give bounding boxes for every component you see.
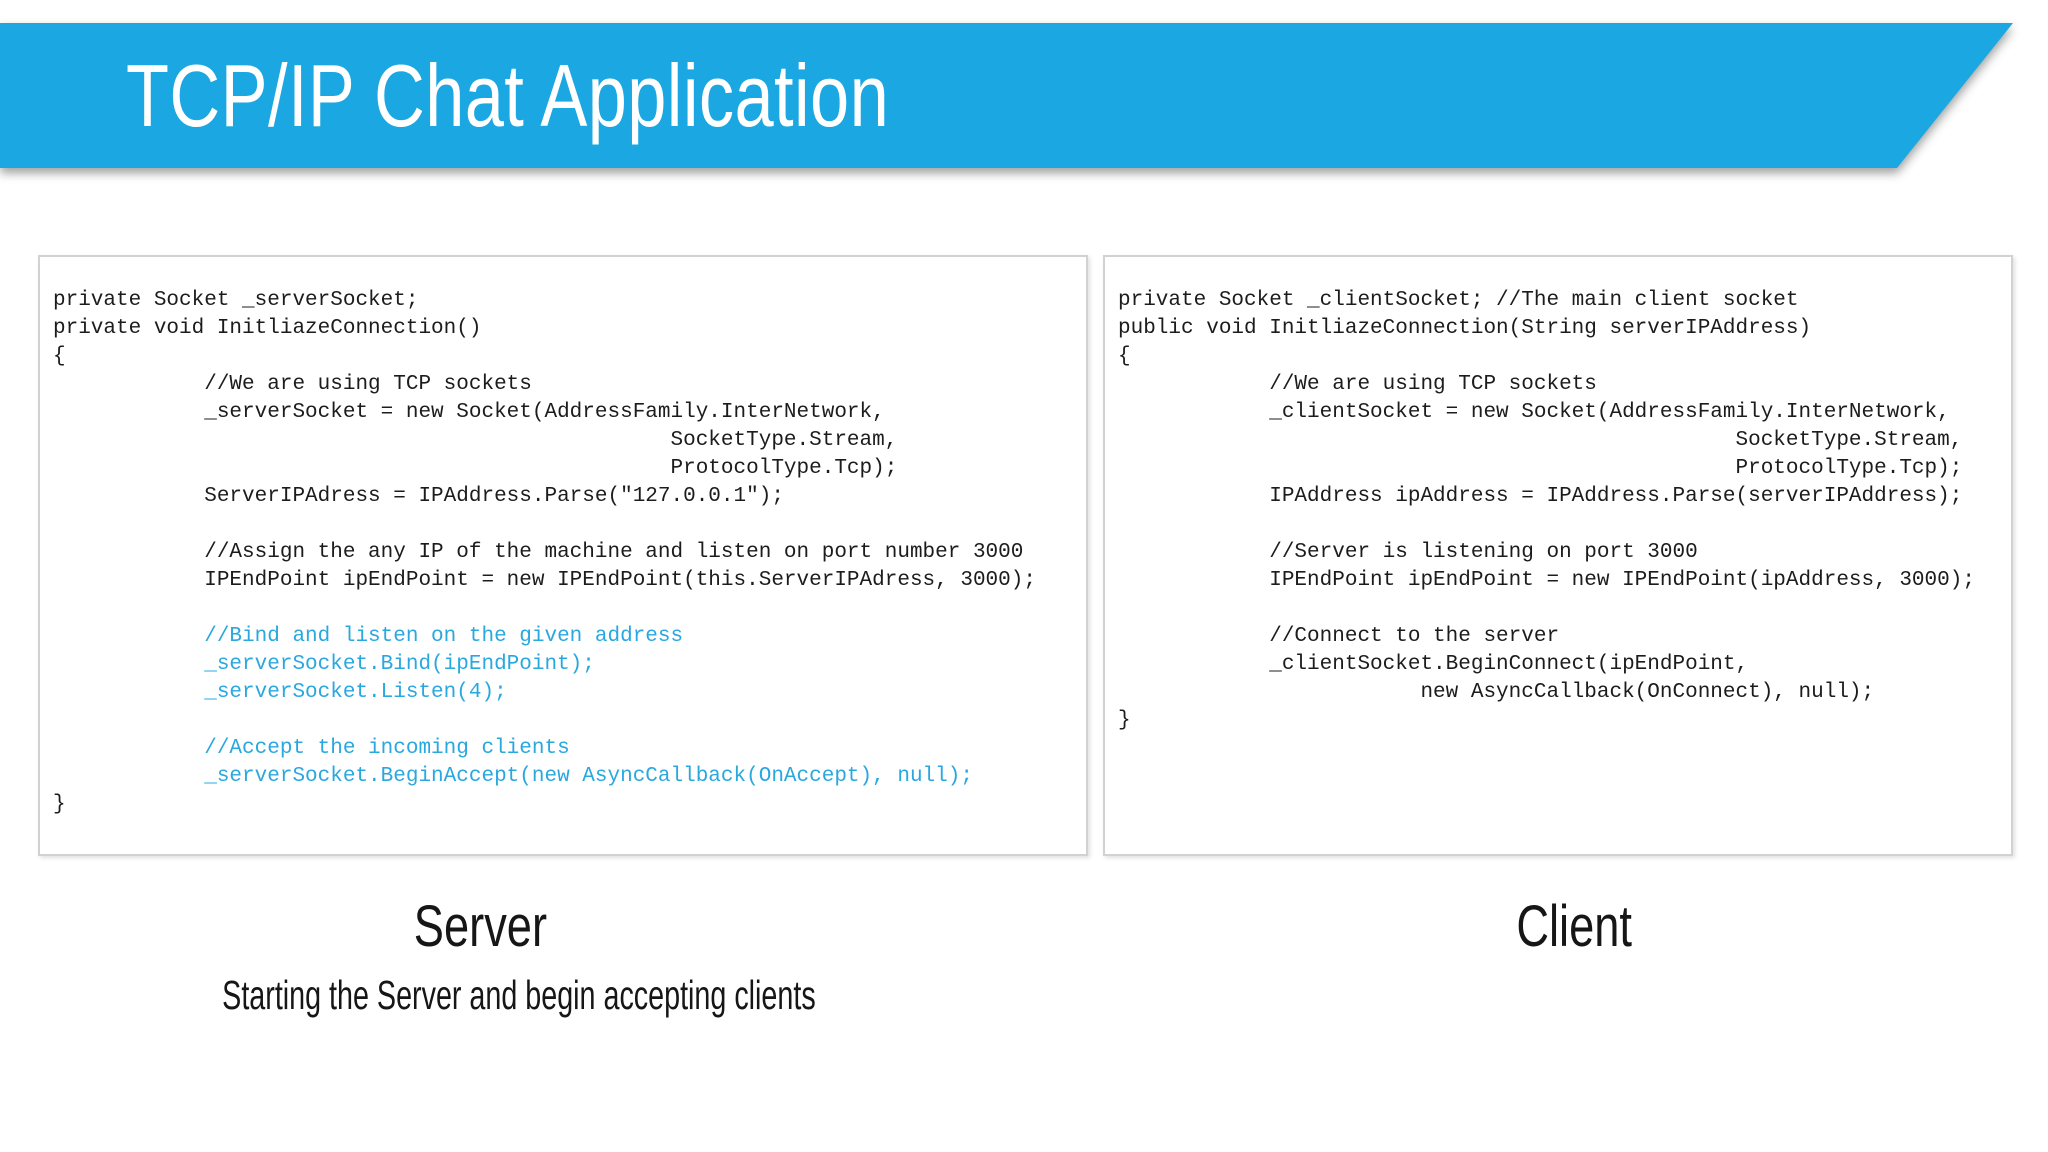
code-line: _serverSocket.Listen(4); [53, 681, 507, 704]
code-line: private Socket _serverSocket; [53, 289, 419, 312]
code-line: { [53, 345, 66, 368]
code-line: //We are using TCP sockets [53, 373, 532, 396]
slide-title: TCP/IP Chat Application [126, 45, 890, 145]
code-line: _clientSocket = new Socket(AddressFamily… [1118, 401, 1950, 424]
code-line: //Accept the incoming clients [53, 737, 570, 760]
code-line: _serverSocket.BeginAccept(new AsyncCallb… [53, 765, 973, 788]
code-line: ServerIPAdress = IPAddress.Parse("127.0.… [53, 485, 784, 508]
code-line [1118, 595, 2001, 623]
code-line [53, 595, 1076, 623]
code-line: SocketType.Stream, [53, 429, 898, 452]
code-line: _clientSocket.BeginConnect(ipEndPoint, [1118, 653, 1749, 676]
server-caption: Starting the Server and begin accepting … [0, 972, 1038, 1019]
code-line: //Bind and listen on the given address [53, 625, 684, 648]
server-code-block: private Socket _serverSocket;private voi… [53, 287, 1076, 819]
code-line: //We are using TCP sockets [1118, 373, 1597, 396]
code-line: //Connect to the server [1118, 625, 1560, 648]
code-line: ProtocolType.Tcp); [1118, 457, 1963, 480]
code-line: public void InitliazeConnection(String s… [1118, 317, 1812, 340]
code-line: IPAddress ipAddress = IPAddress.Parse(se… [1118, 485, 1963, 508]
code-line: //Server is listening on port 3000 [1118, 541, 1698, 564]
title-banner-shape: TCP/IP Chat Application [0, 23, 2013, 168]
server-code-panel: private Socket _serverSocket;private voi… [38, 255, 1088, 856]
code-line: IPEndPoint ipEndPoint = new IPEndPoint(i… [1118, 569, 1975, 592]
code-line [53, 707, 1076, 735]
code-line: _serverSocket.Bind(ipEndPoint); [53, 653, 595, 676]
client-code-panel: private Socket _clientSocket; //The main… [1103, 255, 2013, 856]
code-line: private Socket _clientSocket; //The main… [1118, 289, 1799, 312]
title-banner: TCP/IP Chat Application [0, 23, 2013, 168]
code-line: { [1118, 345, 1131, 368]
client-code-block: private Socket _clientSocket; //The main… [1118, 287, 2001, 735]
server-label: Server [5, 893, 955, 960]
code-line: ProtocolType.Tcp); [53, 457, 898, 480]
client-label-text: Client [1516, 894, 1632, 959]
code-line: new AsyncCallback(OnConnect), null); [1118, 681, 1875, 704]
client-label: Client [1099, 893, 2048, 960]
server-caption-text: Starting the Server and begin accepting … [222, 972, 816, 1018]
code-line: SocketType.Stream, [1118, 429, 1963, 452]
code-line [53, 511, 1076, 539]
code-line [1118, 511, 2001, 539]
code-line: } [53, 793, 66, 816]
code-line: _serverSocket = new Socket(AddressFamily… [53, 401, 885, 424]
server-label-text: Server [413, 894, 547, 959]
code-line: private void InitliazeConnection() [53, 317, 482, 340]
code-line: //Assign the any IP of the machine and l… [53, 541, 1024, 564]
code-line: IPEndPoint ipEndPoint = new IPEndPoint(t… [53, 569, 1036, 592]
code-line: } [1118, 709, 1131, 732]
